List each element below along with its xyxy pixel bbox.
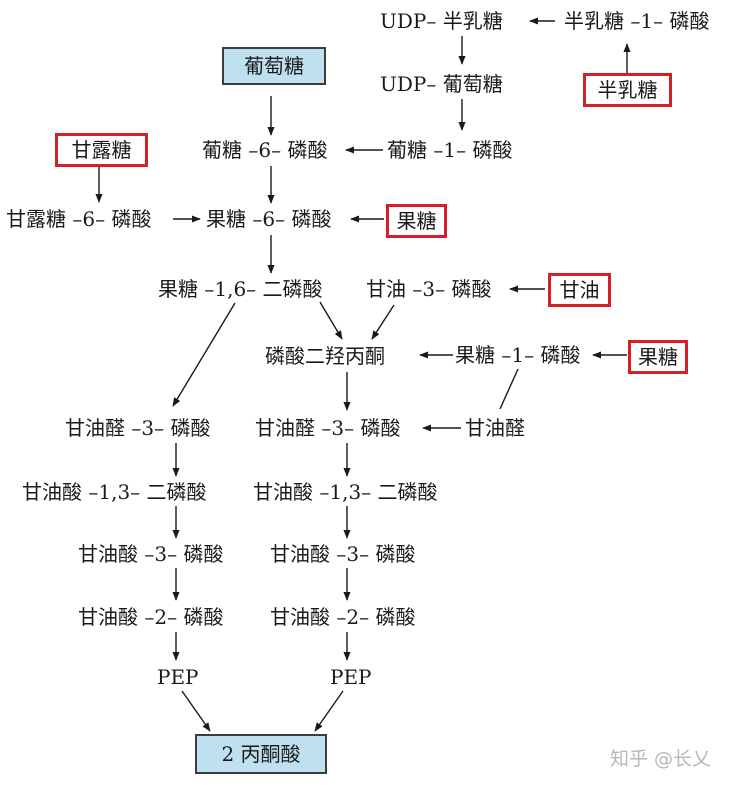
- node-mannose: 甘露糖: [55, 133, 148, 167]
- node-gap-left: 甘油醛 –3– 磷酸: [65, 416, 211, 440]
- node-fructose-1-phosphate: 果糖 –1– 磷酸: [455, 343, 581, 367]
- watermark: 知乎 @长乂: [610, 748, 712, 770]
- node-fructose-a: 果糖: [386, 204, 447, 238]
- arrow-pepleft-to-pyruvate: [181, 690, 211, 732]
- node-pep-left: PEP: [157, 665, 199, 689]
- node-3pg-right: 甘油酸 –3– 磷酸: [270, 542, 416, 566]
- node-glucose-1-phosphate: 葡糖 –1– 磷酸: [387, 138, 513, 162]
- node-udp-glucose: UDP– 葡萄糖: [380, 72, 503, 96]
- arrow-fbp-to-dhap: [319, 301, 343, 340]
- arrow-pepright-to-pyruvate: [314, 690, 344, 732]
- node-glycerol-3-phosphate: 甘油 –3– 磷酸: [366, 277, 492, 301]
- node-dihydroxyacetone-phosphate: 磷酸二羟丙酮: [265, 344, 385, 368]
- node-glyceraldehyde: 甘油醛: [465, 416, 525, 440]
- arrow-fru1p-to-glyceraldehyde: [499, 368, 519, 410]
- node-fructose-6-phosphate: 果糖 –6– 磷酸: [206, 207, 332, 231]
- node-fructose-b: 果糖: [628, 340, 688, 374]
- node-pyruvate: 2 丙酮酸: [195, 734, 327, 774]
- node-mannose-6-phosphate: 甘露糖 –6– 磷酸: [6, 207, 152, 231]
- node-2pg-right: 甘油酸 –2– 磷酸: [270, 605, 416, 629]
- node-galactose: 半乳糖: [583, 73, 672, 107]
- arrow-g3p-to-dhap: [371, 304, 395, 340]
- node-glucose: 葡萄糖: [222, 47, 326, 85]
- node-galactose-1-phosphate: 半乳糖 –1– 磷酸: [564, 9, 710, 33]
- node-gap-right: 甘油醛 –3– 磷酸: [255, 416, 401, 440]
- node-bpg-right: 甘油酸 –1,3– 二磷酸: [253, 480, 438, 504]
- node-pep-right: PEP: [330, 665, 372, 689]
- node-3pg-left: 甘油酸 –3– 磷酸: [78, 542, 224, 566]
- node-bpg-left: 甘油酸 –1,3– 二磷酸: [22, 480, 207, 504]
- node-udp-galactose: UDP– 半乳糖: [380, 9, 503, 33]
- node-glycerol: 甘油: [548, 273, 611, 307]
- arrow-fbp-to-gapleft: [172, 302, 236, 407]
- node-glucose-6-phosphate: 葡糖 –6– 磷酸: [202, 138, 328, 162]
- node-2pg-left: 甘油酸 –2– 磷酸: [78, 605, 224, 629]
- node-fructose-1-6-bisphosphate: 果糖 –1,6– 二磷酸: [158, 277, 323, 301]
